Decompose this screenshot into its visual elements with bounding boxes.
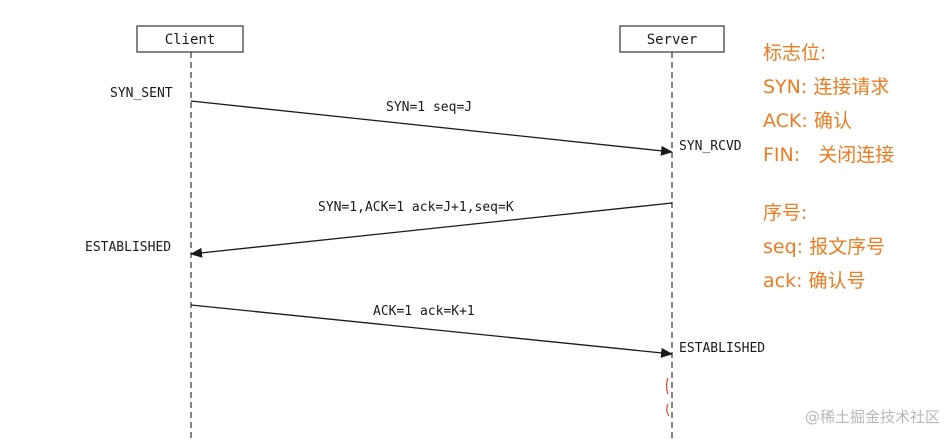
legend-gap	[763, 172, 894, 196]
state-client-established: ESTABLISHED	[85, 240, 171, 255]
server-label: Server	[647, 32, 698, 48]
state-server-established: ESTABLISHED	[679, 341, 765, 356]
legend-flags-title: 标志位:	[763, 42, 827, 64]
ack-label: ACK=1 ack=K+1	[373, 304, 475, 319]
legend-syn: SYN: 连接请求	[763, 76, 890, 98]
syn-ack-label: SYN=1,ACK=1 ack=J+1,seq=K	[318, 200, 514, 215]
red-mark	[665, 377, 669, 395]
legend-fin: FIN: 关闭连接	[763, 144, 895, 166]
legend-seq: seq: 报文序号	[763, 236, 886, 258]
legend-panel: 标志位: SYN: 连接请求 ACK: 确认 FIN: 关闭连接 序号: seq…	[763, 36, 894, 298]
legend-ack: ACK: 确认	[763, 110, 852, 132]
client-label: Client	[165, 32, 216, 48]
red-mark-2	[666, 403, 670, 417]
syn-label: SYN=1 seq=J	[386, 100, 472, 115]
server-box	[619, 25, 725, 53]
watermark: @稀土掘金技术社区	[804, 408, 940, 426]
legend-ack-num: ack: 确认号	[763, 270, 866, 292]
client-box	[136, 25, 244, 53]
syn-arrow	[190, 100, 673, 156]
state-syn-rcvd: SYN_RCVD	[679, 139, 742, 154]
syn-ack-arrow	[190, 202, 673, 258]
state-syn-sent: SYN_SENT	[110, 86, 173, 101]
legend-seq-title: 序号:	[763, 202, 808, 224]
ack-arrow	[190, 304, 673, 358]
